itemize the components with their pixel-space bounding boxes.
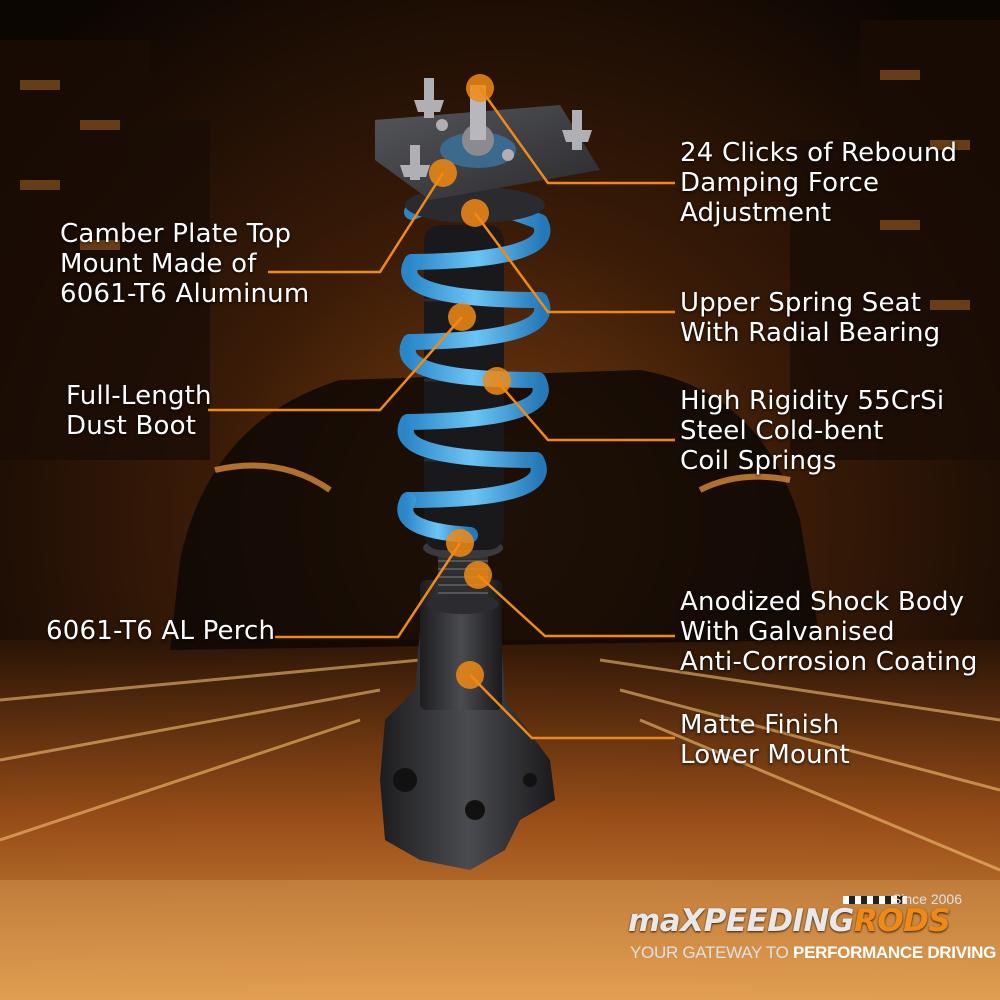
callout-marker (483, 367, 511, 395)
label-upper-spring-seat: Upper Spring Seat With Radial Bearing (680, 288, 940, 348)
label-line: Dust Boot (66, 411, 197, 441)
since-text: Since 2006 (891, 891, 962, 907)
checkered-flag-icon (843, 896, 907, 904)
callout-marker (466, 74, 494, 102)
label-line: Matte Finish (680, 710, 840, 740)
label-line: High Rigidity 55CrSi (680, 386, 945, 416)
label-lower-mount: Matte Finish Lower Mount (680, 710, 850, 770)
callout-marker (464, 561, 492, 589)
label-line: Anodized Shock Body (680, 587, 965, 617)
label-coil-springs: High Rigidity 55CrSi Steel Cold-bent Coi… (680, 386, 944, 476)
label-line: Mount Made of (60, 249, 257, 279)
label-perch: 6061-T6 AL Perch (46, 616, 275, 646)
label-line: Adjustment (680, 198, 832, 228)
tagline: YOUR GATEWAY TO PERFORMANCE DRIVING (630, 943, 996, 963)
label-camber-plate: Camber Plate Top Mount Made of 6061-T6 A… (60, 219, 309, 309)
callout-marker (446, 529, 474, 557)
label-line: Damping Force (680, 168, 880, 198)
label-line: 24 Clicks of Rebound (680, 138, 958, 168)
label-rebound-adjustment: 24 Clicks of Rebound Damping Force Adjus… (680, 138, 957, 228)
tagline-prefix: YOUR GATEWAY TO (630, 943, 794, 962)
label-line: Coil Springs (680, 446, 837, 476)
label-line: 6061-T6 AL Perch (46, 616, 276, 646)
label-line: 6061-T6 Aluminum (60, 279, 310, 309)
callout-marker (456, 661, 484, 689)
callout-marker (461, 199, 489, 227)
label-line: Steel Cold-bent (680, 416, 884, 446)
label-dust-boot: Full-Length Dust Boot (66, 381, 212, 441)
label-line: Anti-Corrosion Coating (680, 647, 978, 677)
brand-logo: Since 2006 maXPEEDINGRODS YOUR GATEWAY T… (628, 891, 996, 970)
coilover-illustration (375, 78, 600, 870)
brand-mid: PEEDING (703, 903, 855, 939)
brand-suffix: RODS (853, 903, 951, 939)
label-line: With Radial Bearing (680, 318, 941, 348)
callout-lines (208, 87, 675, 740)
label-line: Lower Mount (680, 740, 850, 770)
brand-wordmark: maXPEEDINGRODS (628, 903, 951, 939)
label-shock-body: Anodized Shock Body With Galvanised Anti… (680, 587, 978, 677)
label-line: Camber Plate Top (60, 219, 292, 249)
callout-marker (448, 303, 476, 331)
tagline-bold: PERFORMANCE DRIVING (793, 943, 997, 962)
label-line: With Galvanised (680, 617, 895, 647)
label-line: Upper Spring Seat (680, 288, 922, 318)
callout-marker (429, 159, 457, 187)
brand-prefix: maX (628, 903, 704, 939)
label-line: Full-Length (66, 381, 212, 411)
